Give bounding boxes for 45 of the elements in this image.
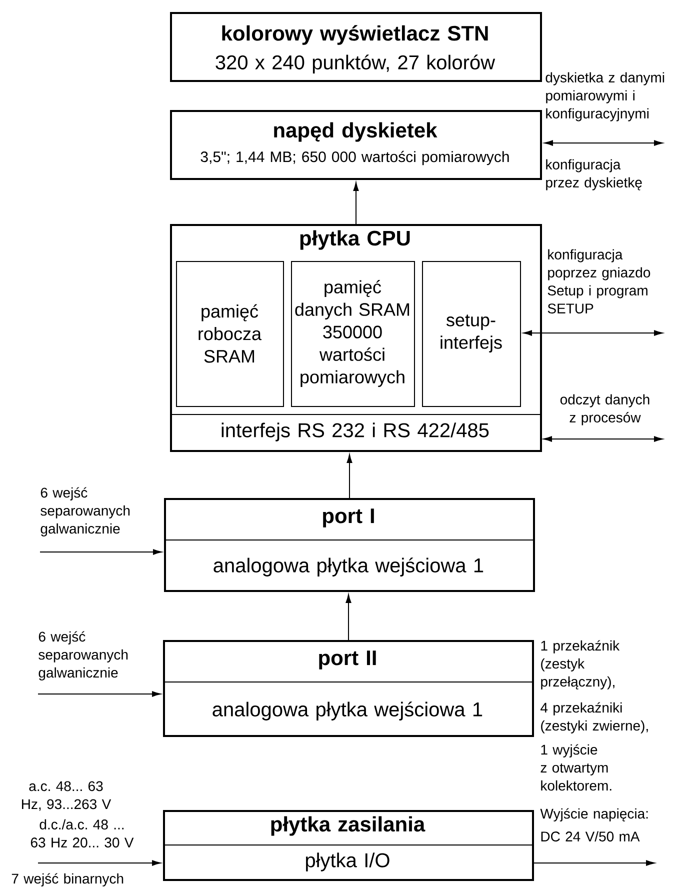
arrow <box>353 182 359 224</box>
interface-strip <box>170 414 541 451</box>
box-title: kolorowy wyświetlacz STN <box>222 25 488 45</box>
arrow <box>40 549 162 555</box>
arrow <box>346 454 352 498</box>
port-box <box>164 498 535 592</box>
port-box <box>162 640 534 737</box>
board-box <box>162 810 534 881</box>
box-text: 3,5"; 1,44 MB; 650 000 wartości pomiarowych <box>200 150 509 166</box>
box-text: interfejs RS 232 i RS 422/485 <box>222 422 489 442</box>
note-text: konfiguracja przez dyskietkę <box>546 159 642 190</box>
edge-label: konfiguracja poprzez gniazdo Setup i program SETUP <box>548 249 650 314</box>
edge-label: dyskietka z danymi pomiarowymi i konfiguracyjnymi <box>546 72 664 122</box>
box-title: płytka zasilania <box>271 816 426 836</box>
box-text: analogowa płytka wejściowa 1 <box>212 702 482 720</box>
box-text: 320 x 240 punktów, 27 kolorów <box>216 54 496 74</box>
arrow <box>38 860 161 866</box>
box-text: pamięć robocza SRAM <box>198 304 262 363</box>
box-title: port II <box>319 650 376 670</box>
box-text: setup-interfejs <box>440 314 502 352</box>
box-title: napęd dyskietek <box>274 122 438 142</box>
memory-box <box>291 261 415 407</box>
box-title: płytka CPU <box>300 230 410 250</box>
interface-box <box>422 261 521 407</box>
box-text: płytka I/O <box>306 852 390 872</box>
drive-box <box>170 110 542 180</box>
note-text: 7 wejść binarnych <box>12 873 124 886</box>
edge-label: 6 wejść separowanych galwanicznie <box>38 631 128 680</box>
arrow <box>523 330 663 336</box>
edge-label: odczyt danych z procesów <box>560 394 650 426</box>
memory-box <box>176 261 284 407</box>
note-text: Wyjście napięcia: <box>540 808 648 822</box>
arrow <box>534 860 655 866</box>
box-title: port I <box>323 508 374 528</box>
arrow <box>38 691 161 697</box>
arrow <box>544 140 663 146</box>
arrow <box>543 436 663 442</box>
board-box <box>170 224 542 452</box>
edge-label: 6 wejść separowanych galwanicznie <box>40 487 130 536</box>
display-box <box>170 12 542 82</box>
box-text: analogowa płytka wejściowa 1 <box>214 558 484 576</box>
box-text: pamięć danych SRAM 350000 wartości pomiarowych <box>295 280 410 387</box>
arrow <box>346 594 352 640</box>
note-text: d.c./a.c. 48 ... 63 Hz 20... 30 V <box>30 819 134 848</box>
note-text: 1 wyjście z otwartym kolektorem. <box>540 744 612 791</box>
